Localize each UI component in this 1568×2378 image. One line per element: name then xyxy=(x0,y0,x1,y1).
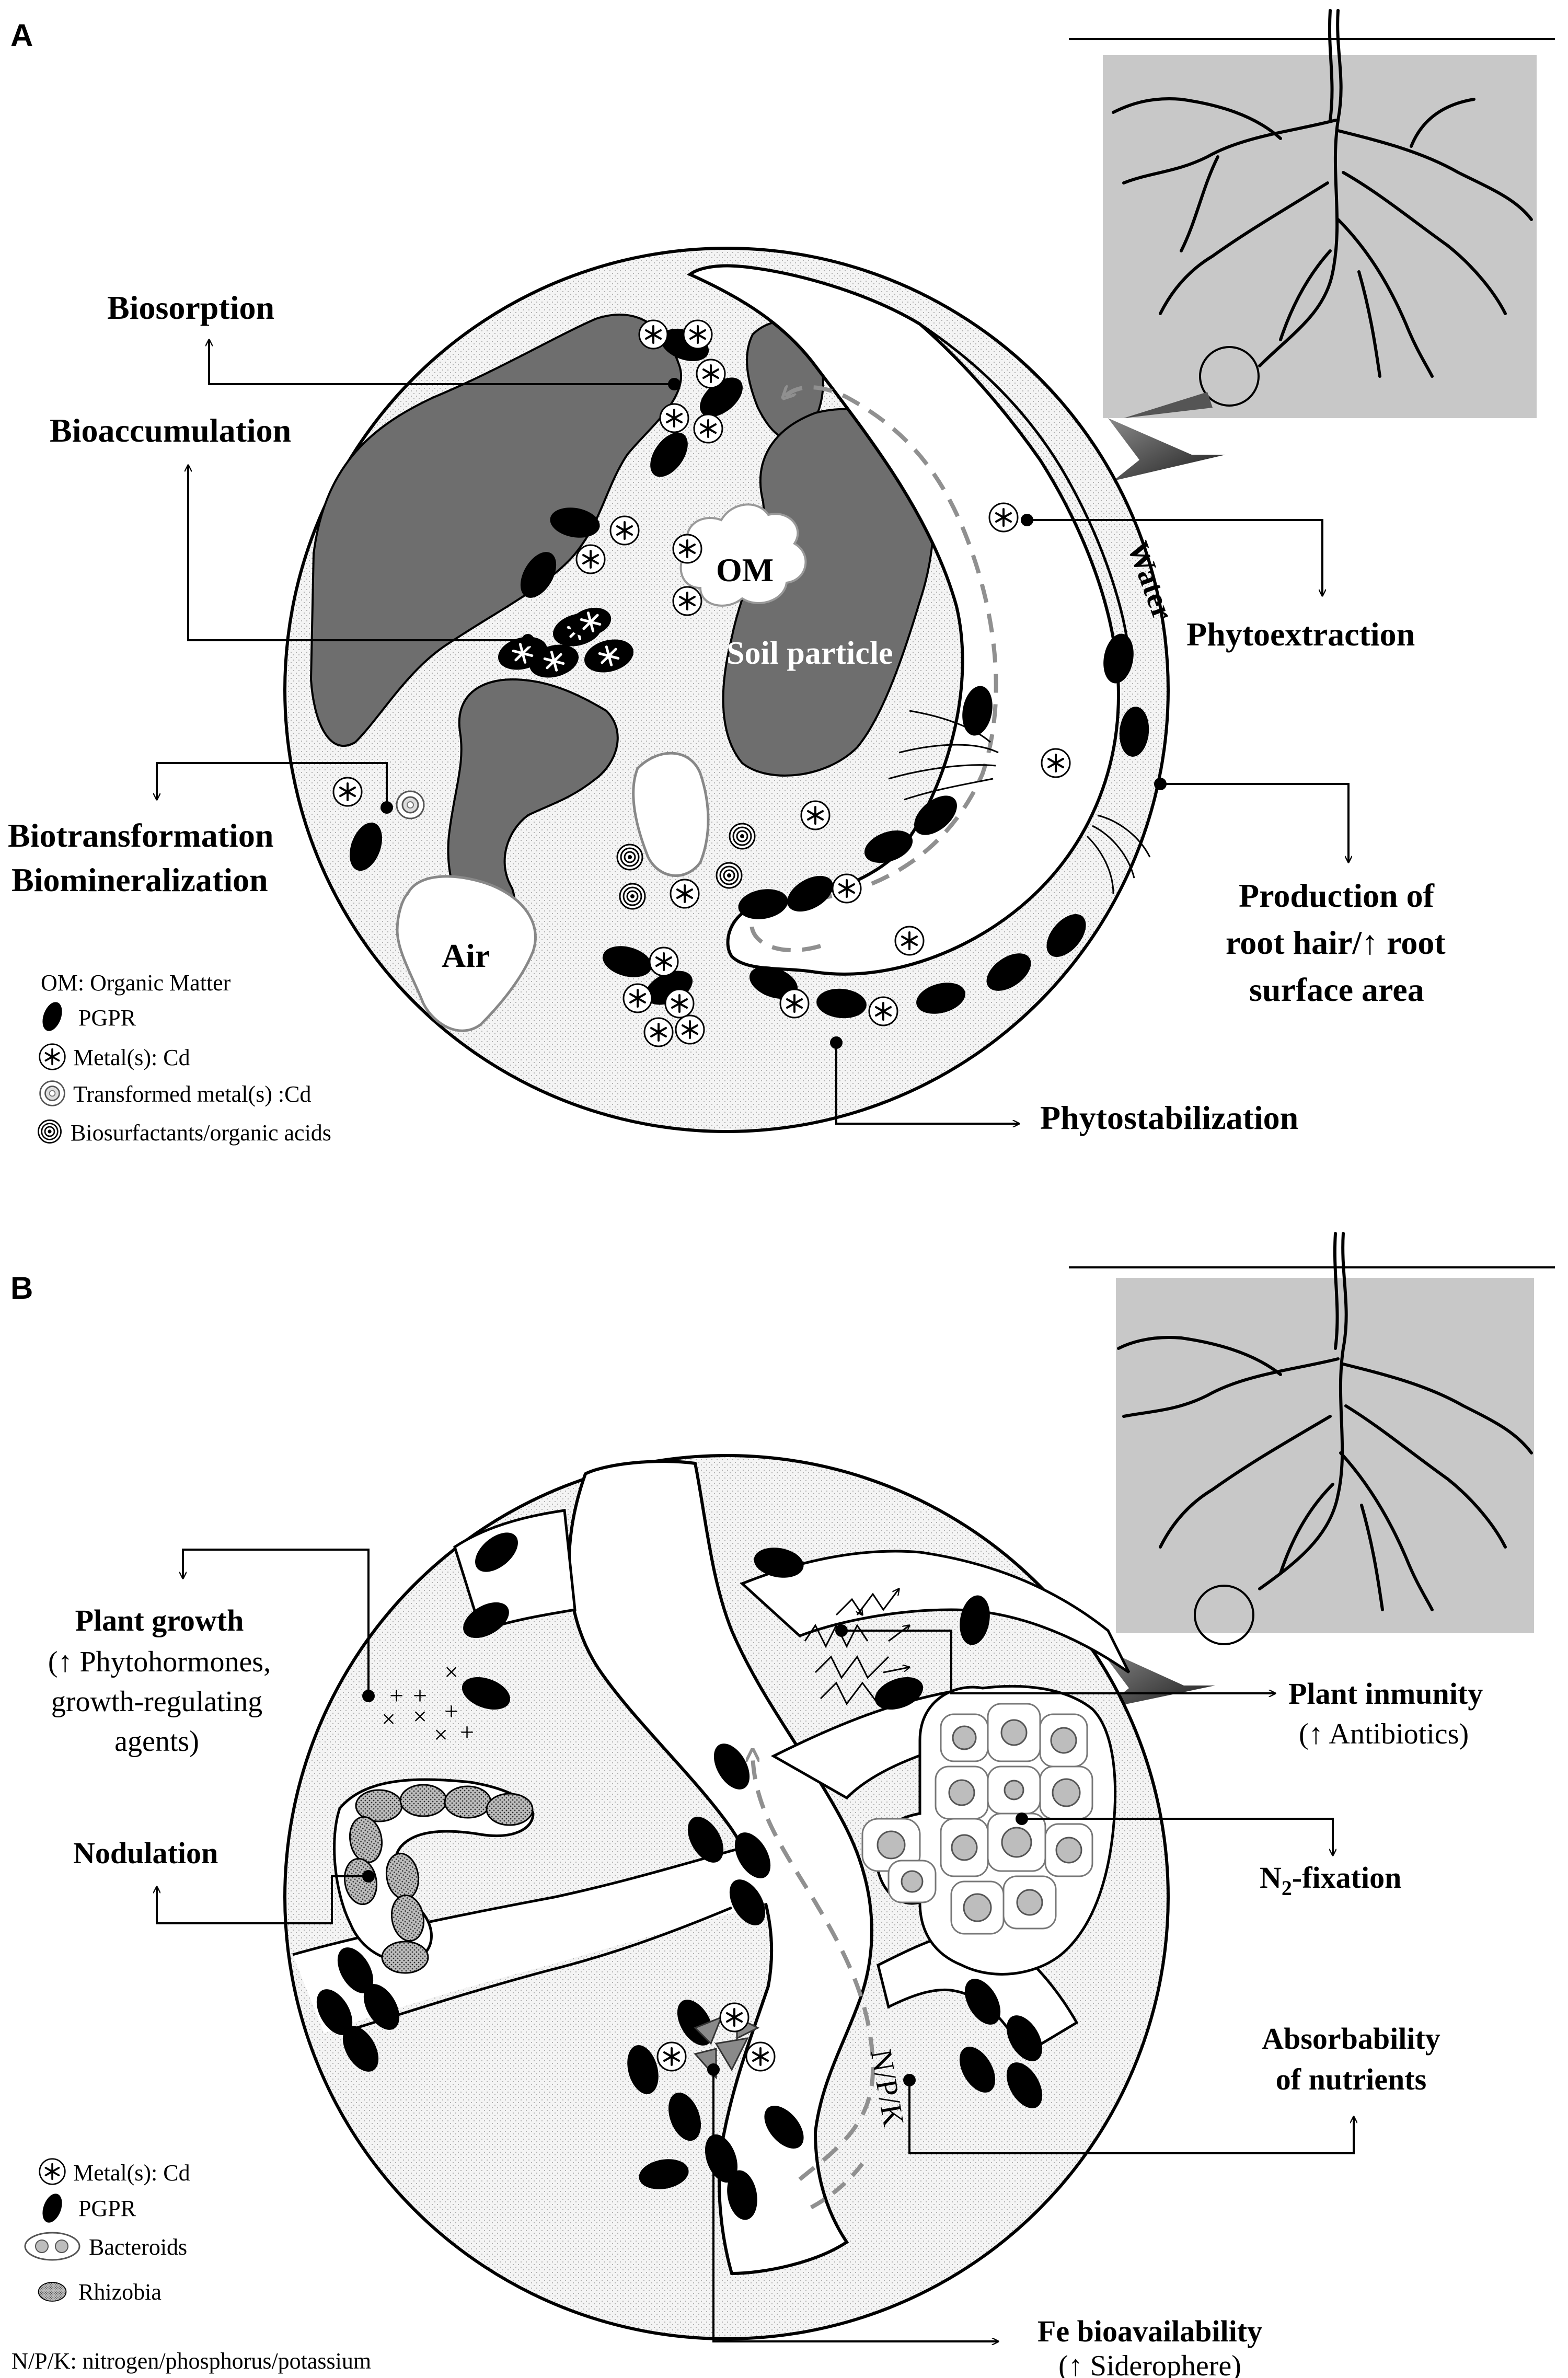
nodulation-label: Nodulation xyxy=(73,1836,218,1870)
absorbability-label-line2: of nutrients xyxy=(1276,2062,1426,2096)
panel-letter-a: A xyxy=(10,18,33,53)
biomineralization-label: Biomineralization xyxy=(11,861,268,898)
root-hair-label-line2: root hair/↑ root xyxy=(1226,924,1446,961)
plant-immunity-sub: (↑ Antibiotics) xyxy=(1299,1718,1469,1750)
legend-a-metal: Metal(s): Cd xyxy=(73,1045,190,1070)
svg-text:×: × xyxy=(434,1721,448,1749)
fe-bioavailability-label: Fe bioavailability xyxy=(1037,2314,1262,2348)
connector-dots-a xyxy=(381,378,1167,1049)
svg-text:+: + xyxy=(389,1682,403,1710)
legend-b-pgpr: PGPR xyxy=(78,2196,136,2221)
connectors-b xyxy=(157,1549,1354,2341)
plant-growth-sub3: agents) xyxy=(114,1725,199,1758)
legend-b: Metal(s): Cd PGPR Bacteroids Rhizobia N/… xyxy=(11,2157,371,2374)
siderophore-sub: (↑ Siderophere) xyxy=(1058,2350,1241,2378)
svg-text:+: + xyxy=(460,1718,474,1746)
rhizosphere-circle-b xyxy=(283,1454,1170,2340)
siderophore-cluster xyxy=(656,2002,776,2080)
biosorption-label: Biosorption xyxy=(107,289,274,326)
phytohormone-symbols: + + × × × + + × × xyxy=(382,1658,505,1749)
root-hair-label-line3: surface area xyxy=(1249,971,1424,1008)
plant-root-inset-a xyxy=(1069,9,1555,481)
phytostabilization-label: Phytostabilization xyxy=(1040,1099,1298,1136)
plant-growth-label-group: Plant growth (↑ Phytohormones, growth-re… xyxy=(48,1603,271,1758)
plant-growth-label: Plant growth xyxy=(75,1603,244,1637)
absorbability-label: Absorbability xyxy=(1262,2022,1440,2056)
plant-growth-sub1: (↑ Phytohormones, xyxy=(48,1646,271,1678)
svg-text:+: + xyxy=(413,1682,427,1710)
nodulation-structure xyxy=(333,1778,535,1974)
svg-text:+: + xyxy=(444,1698,458,1725)
rhizosphere-circle-a xyxy=(283,247,1170,1133)
connectors-a xyxy=(157,340,1348,1124)
legend-a-om: OM: Organic Matter xyxy=(41,970,231,996)
svg-text:×: × xyxy=(444,1658,458,1686)
panel-b: B xyxy=(10,1232,1555,2378)
legend-a-pgpr: PGPR xyxy=(78,1005,136,1031)
air-label: Air xyxy=(442,937,490,974)
legend-b-bacteroids: Bacteroids xyxy=(89,2234,187,2260)
root-hair-label-line1: Production of xyxy=(1239,877,1435,914)
legend-a-biosurfactant: Biosurfactants/organic acids xyxy=(71,1120,331,1146)
n2-fixing-nodule xyxy=(861,1684,1117,1976)
organic-matter-cloud xyxy=(679,503,807,607)
antibiotic-zigzags xyxy=(804,1589,909,1705)
plant-immunity-label: Plant inmunity xyxy=(1288,1677,1483,1711)
legend-a-transformed: Transformed metal(s) :Cd xyxy=(73,1081,311,1107)
svg-text:×: × xyxy=(382,1705,396,1733)
legend-b-metal: Metal(s): Cd xyxy=(73,2160,190,2186)
legend-a: OM: Organic Matter PGPR Metal(s): Cd Tra… xyxy=(38,970,331,1146)
plant-root-inset-b xyxy=(1069,1232,1555,1709)
svg-text:×: × xyxy=(413,1703,427,1730)
legend-b-rhizobia: Rhizobia xyxy=(78,2279,162,2305)
connector-dots-b xyxy=(362,1624,1028,2086)
svg-text:×: × xyxy=(491,1687,505,1715)
plant-growth-sub2: growth-regulating xyxy=(51,1686,262,1718)
pgpr-cells-a xyxy=(343,322,1151,1021)
soil-particle-label: Soil particle xyxy=(727,636,893,671)
n2-fixation-label: N2-fixation xyxy=(1260,1861,1401,1900)
panel-letter-b: B xyxy=(10,1271,33,1306)
phytoextraction-label: Phytoextraction xyxy=(1186,616,1415,653)
panel-a: A xyxy=(8,9,1555,1146)
biotransformation-label: Biotransformation xyxy=(8,817,273,854)
om-label: OM xyxy=(716,551,774,588)
transformed-metals-a xyxy=(396,790,425,819)
bioaccumulation-label: Bioaccumulation xyxy=(50,412,291,449)
legend-b-footnote: N/P/K: nitrogen/phosphorus/potassium xyxy=(11,2348,371,2374)
